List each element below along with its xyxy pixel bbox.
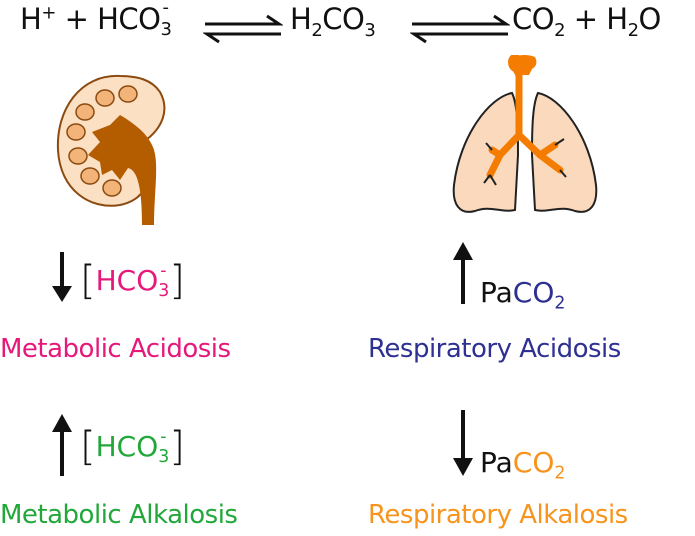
charge: + xyxy=(41,2,56,24)
pa-text: Pa xyxy=(480,276,513,309)
h-text: H xyxy=(606,2,628,36)
subscript: 2 xyxy=(627,19,639,41)
bracket: [ xyxy=(80,258,96,304)
subscript: 2 xyxy=(554,19,566,41)
equilibrium-arrow-2 xyxy=(410,14,510,44)
co-text: CO xyxy=(512,2,555,36)
products: CO2 + H2O xyxy=(512,2,661,41)
respiratory-acidosis-label: Respiratory Acidosis xyxy=(368,334,621,364)
metabolic-alkalosis-label: Metabolic Alkalosis xyxy=(0,500,238,530)
co-text: CO xyxy=(512,446,555,479)
pa-text: Pa xyxy=(480,446,513,479)
equilibrium-arrow-1 xyxy=(203,14,283,44)
co-text: CO xyxy=(512,276,555,309)
subscript: 3 xyxy=(158,281,170,301)
subscript: 2 xyxy=(554,293,566,314)
charge: - xyxy=(160,427,167,447)
charge: - xyxy=(160,261,167,281)
down-arrow-icon xyxy=(52,252,72,302)
lungs-icon xyxy=(452,55,598,213)
kidney-icon xyxy=(56,74,166,225)
carbonic-acid: H2CO3 xyxy=(290,2,376,41)
up-arrow-icon xyxy=(453,242,473,304)
subscript: 2 xyxy=(311,19,323,41)
plus: + xyxy=(64,2,89,36)
up-arrow-icon xyxy=(52,414,72,476)
bicarbonate-concentration: [HCO-3] xyxy=(80,424,185,470)
paco2-level: PaCO2 xyxy=(480,276,565,314)
bicarbonate-concentration: [HCO-3] xyxy=(80,258,185,304)
bracket: [ xyxy=(80,424,96,470)
o-text: O xyxy=(638,2,662,36)
subscript: 3 xyxy=(160,19,172,40)
bracket: ] xyxy=(169,258,185,304)
subscript: 2 xyxy=(554,463,566,484)
plus: + xyxy=(573,2,598,36)
bicarbonate-reactants: H+ + HCO-3 xyxy=(20,0,172,40)
hco-text: HCO xyxy=(95,264,159,297)
hco-text: HCO xyxy=(97,2,161,36)
down-arrow-icon xyxy=(453,410,473,476)
h-text: H xyxy=(290,2,312,36)
respiratory-alkalosis-label: Respiratory Alkalosis xyxy=(368,500,628,530)
hco-text: HCO xyxy=(95,430,159,463)
subscript: 3 xyxy=(158,447,170,467)
paco2-level: PaCO2 xyxy=(480,446,565,484)
metabolic-acidosis-label: Metabolic Acidosis xyxy=(0,334,231,364)
co-text: CO xyxy=(322,2,365,36)
charge: - xyxy=(162,0,169,18)
bracket: ] xyxy=(169,424,185,470)
subscript: 3 xyxy=(364,19,376,41)
h-text: H xyxy=(20,2,42,36)
